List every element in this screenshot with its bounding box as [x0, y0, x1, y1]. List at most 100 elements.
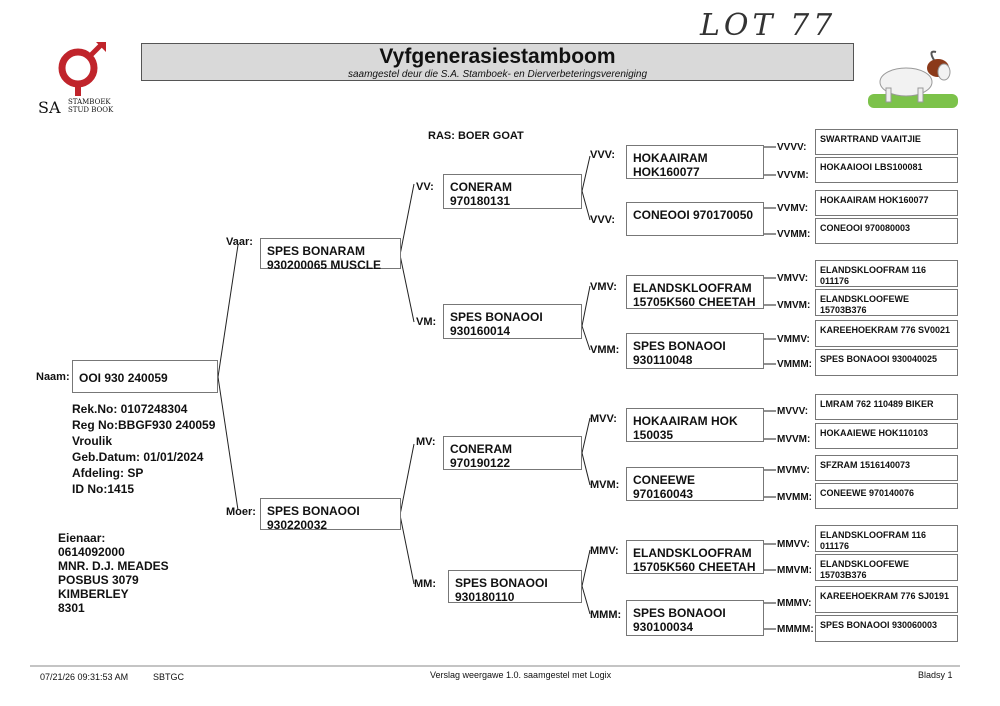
vvvv-label: VVVV: [777, 142, 807, 153]
vmmm-label: VMMM: [777, 359, 812, 370]
mv-name: CONERAM 970190122 [450, 442, 512, 470]
ancestor-name: KAREEHOEKRAM 776 SV0021 [820, 325, 951, 335]
vmm-name: SPES BONAOOI [633, 339, 726, 353]
owner-line: 8301 [58, 601, 85, 615]
vvm-label: VVV: [590, 214, 616, 226]
mvm-label: MVM: [590, 479, 620, 491]
logo-line1: STAMBOEK [68, 98, 111, 106]
logo-sa-text: SA [38, 98, 61, 117]
vvmm-box: CONEOOI 970080003 [815, 218, 958, 244]
vvvm-label: VVVM: [777, 170, 809, 181]
sire-reg: 930200065 MUSCLE [267, 258, 382, 272]
vvmv-label: VVMV: [777, 203, 809, 214]
ancestor-name: ELANDSKLOOFEWE [820, 294, 909, 304]
footer-page: Bladsy 1 [918, 670, 953, 680]
vvv-name: HOKAAIRAM [633, 151, 708, 165]
animal-name-box: OOI 930 240059 [72, 360, 218, 393]
owner-line: 0614092000 [58, 545, 125, 559]
vmm-box: SPES BONAOOI 930110048 [626, 333, 764, 369]
owner-line: MNR. D.J. MEADES [58, 559, 169, 573]
mm-reg: 930180110 [455, 590, 515, 604]
vmmv-box: KAREEHOEKRAM 776 SV0021 [815, 320, 958, 347]
ancestor-name: HOKAAIEWE HOK110103 [820, 428, 929, 438]
ancestor-reg: 15703B376 [820, 570, 867, 580]
mmmv-box: KAREEHOEKRAM 776 SJ0191 [815, 586, 958, 613]
logo-line2: STUD BOOK [68, 106, 114, 114]
ancestor-name: ELANDSKLOOFRAM 116 [820, 530, 927, 540]
mmvm-label: MMVM: [777, 565, 812, 576]
ancestor-name: CONEOOI 970080003 [820, 223, 911, 233]
vm-reg: 930160014 [450, 324, 511, 338]
ancestor-name: SPES BONAOOI 930040025 [820, 354, 938, 364]
page-subtitle: saamgestel deur die S.A. Stamboek- en Di… [347, 69, 648, 80]
dam-name: SPES BONAOOI [267, 504, 360, 518]
mvv-name: HOKAAIRAM HOK [633, 414, 738, 428]
mmm-name: SPES BONAOOI [633, 606, 726, 620]
ancestor-name: SPES BONAOOI 930060003 [820, 620, 938, 630]
vmmv-label: VMMV: [777, 334, 810, 345]
footer-code: SBTGC [153, 672, 185, 682]
footer-center: Verslag weergawe 1.0. saamgestel met Log… [430, 670, 612, 680]
mvv-reg: 150035 [633, 428, 674, 442]
mvm-name: CONEEWE 970160043 [633, 473, 696, 501]
vvv-reg: HOK160077 [633, 165, 700, 179]
title-banner: Vyfgenerasiestamboom saamgestel deur die… [141, 43, 854, 81]
vm-box: SPES BONAOOI 930160014 [443, 304, 582, 339]
mm-box: SPES BONAOOI 930180110 [448, 570, 582, 604]
mmmm-label: MMMM: [777, 624, 814, 635]
vmv-reg: 15705K560 CHEETAH [633, 295, 756, 309]
mvmm-label: MVMM: [777, 492, 812, 503]
sire-name: SPES BONARAM [267, 244, 366, 258]
gender: Vroulik [72, 434, 113, 448]
mmv-label: MMV: [590, 545, 619, 557]
id-no: ID No:1415 [72, 482, 135, 496]
reg-no: Reg No:BBGF930 240059 [72, 418, 216, 432]
mv-label: MV: [416, 436, 436, 448]
footer-datetime: 07/21/26 09:31:53 AM [40, 672, 129, 682]
ancestor-name: LMRAM 762 110489 BIKER [820, 399, 934, 409]
mv-box: CONERAM 970190122 [443, 436, 582, 470]
handwritten-lot-number: LOT 77 [700, 8, 837, 43]
vvm-name: CONEOOI 970170050 [633, 208, 754, 222]
mvvv-box: LMRAM 762 110489 BIKER [815, 394, 958, 420]
vvvm-box: HOKAAIOOI LBS100081 [815, 157, 958, 183]
goat-illustration [868, 50, 958, 108]
mmm-label: MMM: [590, 609, 622, 621]
vmvv-label: VMVV: [777, 273, 809, 284]
dam-reg: 930220032 [267, 518, 328, 532]
mmvv-label: MMVV: [777, 539, 810, 550]
rek-no: Rek.No: 0107248304 [72, 402, 188, 416]
mmmv-label: MMMV: [777, 598, 812, 609]
ancestor-reg: 011176 [820, 541, 850, 551]
vvv-box: HOKAAIRAM HOK160077 [626, 145, 764, 179]
vv-label: VV: [416, 181, 434, 193]
vmm-label: VMM: [590, 344, 620, 356]
mvvm-box: HOKAAIEWE HOK110103 [815, 423, 958, 449]
naam-label: Naam: [36, 371, 70, 383]
vv-name: CONERAM 970180131 [450, 180, 512, 208]
vm-name: SPES BONAOOI [450, 310, 543, 324]
vvmm-label: VVMM: [777, 229, 811, 240]
mvv-box: HOKAAIRAM HOK 150035 [626, 408, 764, 442]
mmm-reg: 930100034 [633, 620, 694, 634]
ancestor-name: ELANDSKLOOFRAM 116 [820, 265, 927, 275]
ancestor-name: SFZRAM 1516140073 [820, 460, 911, 470]
mvmm-box: CONEEWE 970140076 [815, 483, 958, 509]
mmv-name: ELANDSKLOOFRAM [633, 546, 752, 560]
sa-studbook-logo: SA STAMBOEK STUD BOOK [38, 40, 128, 120]
owner-line: KIMBERLEY [58, 587, 129, 601]
ancestor-name: HOKAAIOOI LBS100081 [820, 162, 923, 172]
animal-details: Rek.No: 0107248304 Reg No:BBGF930 240059… [72, 401, 215, 497]
mvmv-box: SFZRAM 1516140073 [815, 455, 958, 481]
mmm-box: SPES BONAOOI 930100034 [626, 600, 764, 636]
mmmm-box: SPES BONAOOI 930060003 [815, 615, 958, 642]
ancestor-name: ELANDSKLOOFEWE [820, 559, 909, 569]
vmm-reg: 930110048 [633, 353, 693, 367]
vmv-name: ELANDSKLOOFRAM [633, 281, 752, 295]
mm-label: MM: [414, 578, 436, 590]
